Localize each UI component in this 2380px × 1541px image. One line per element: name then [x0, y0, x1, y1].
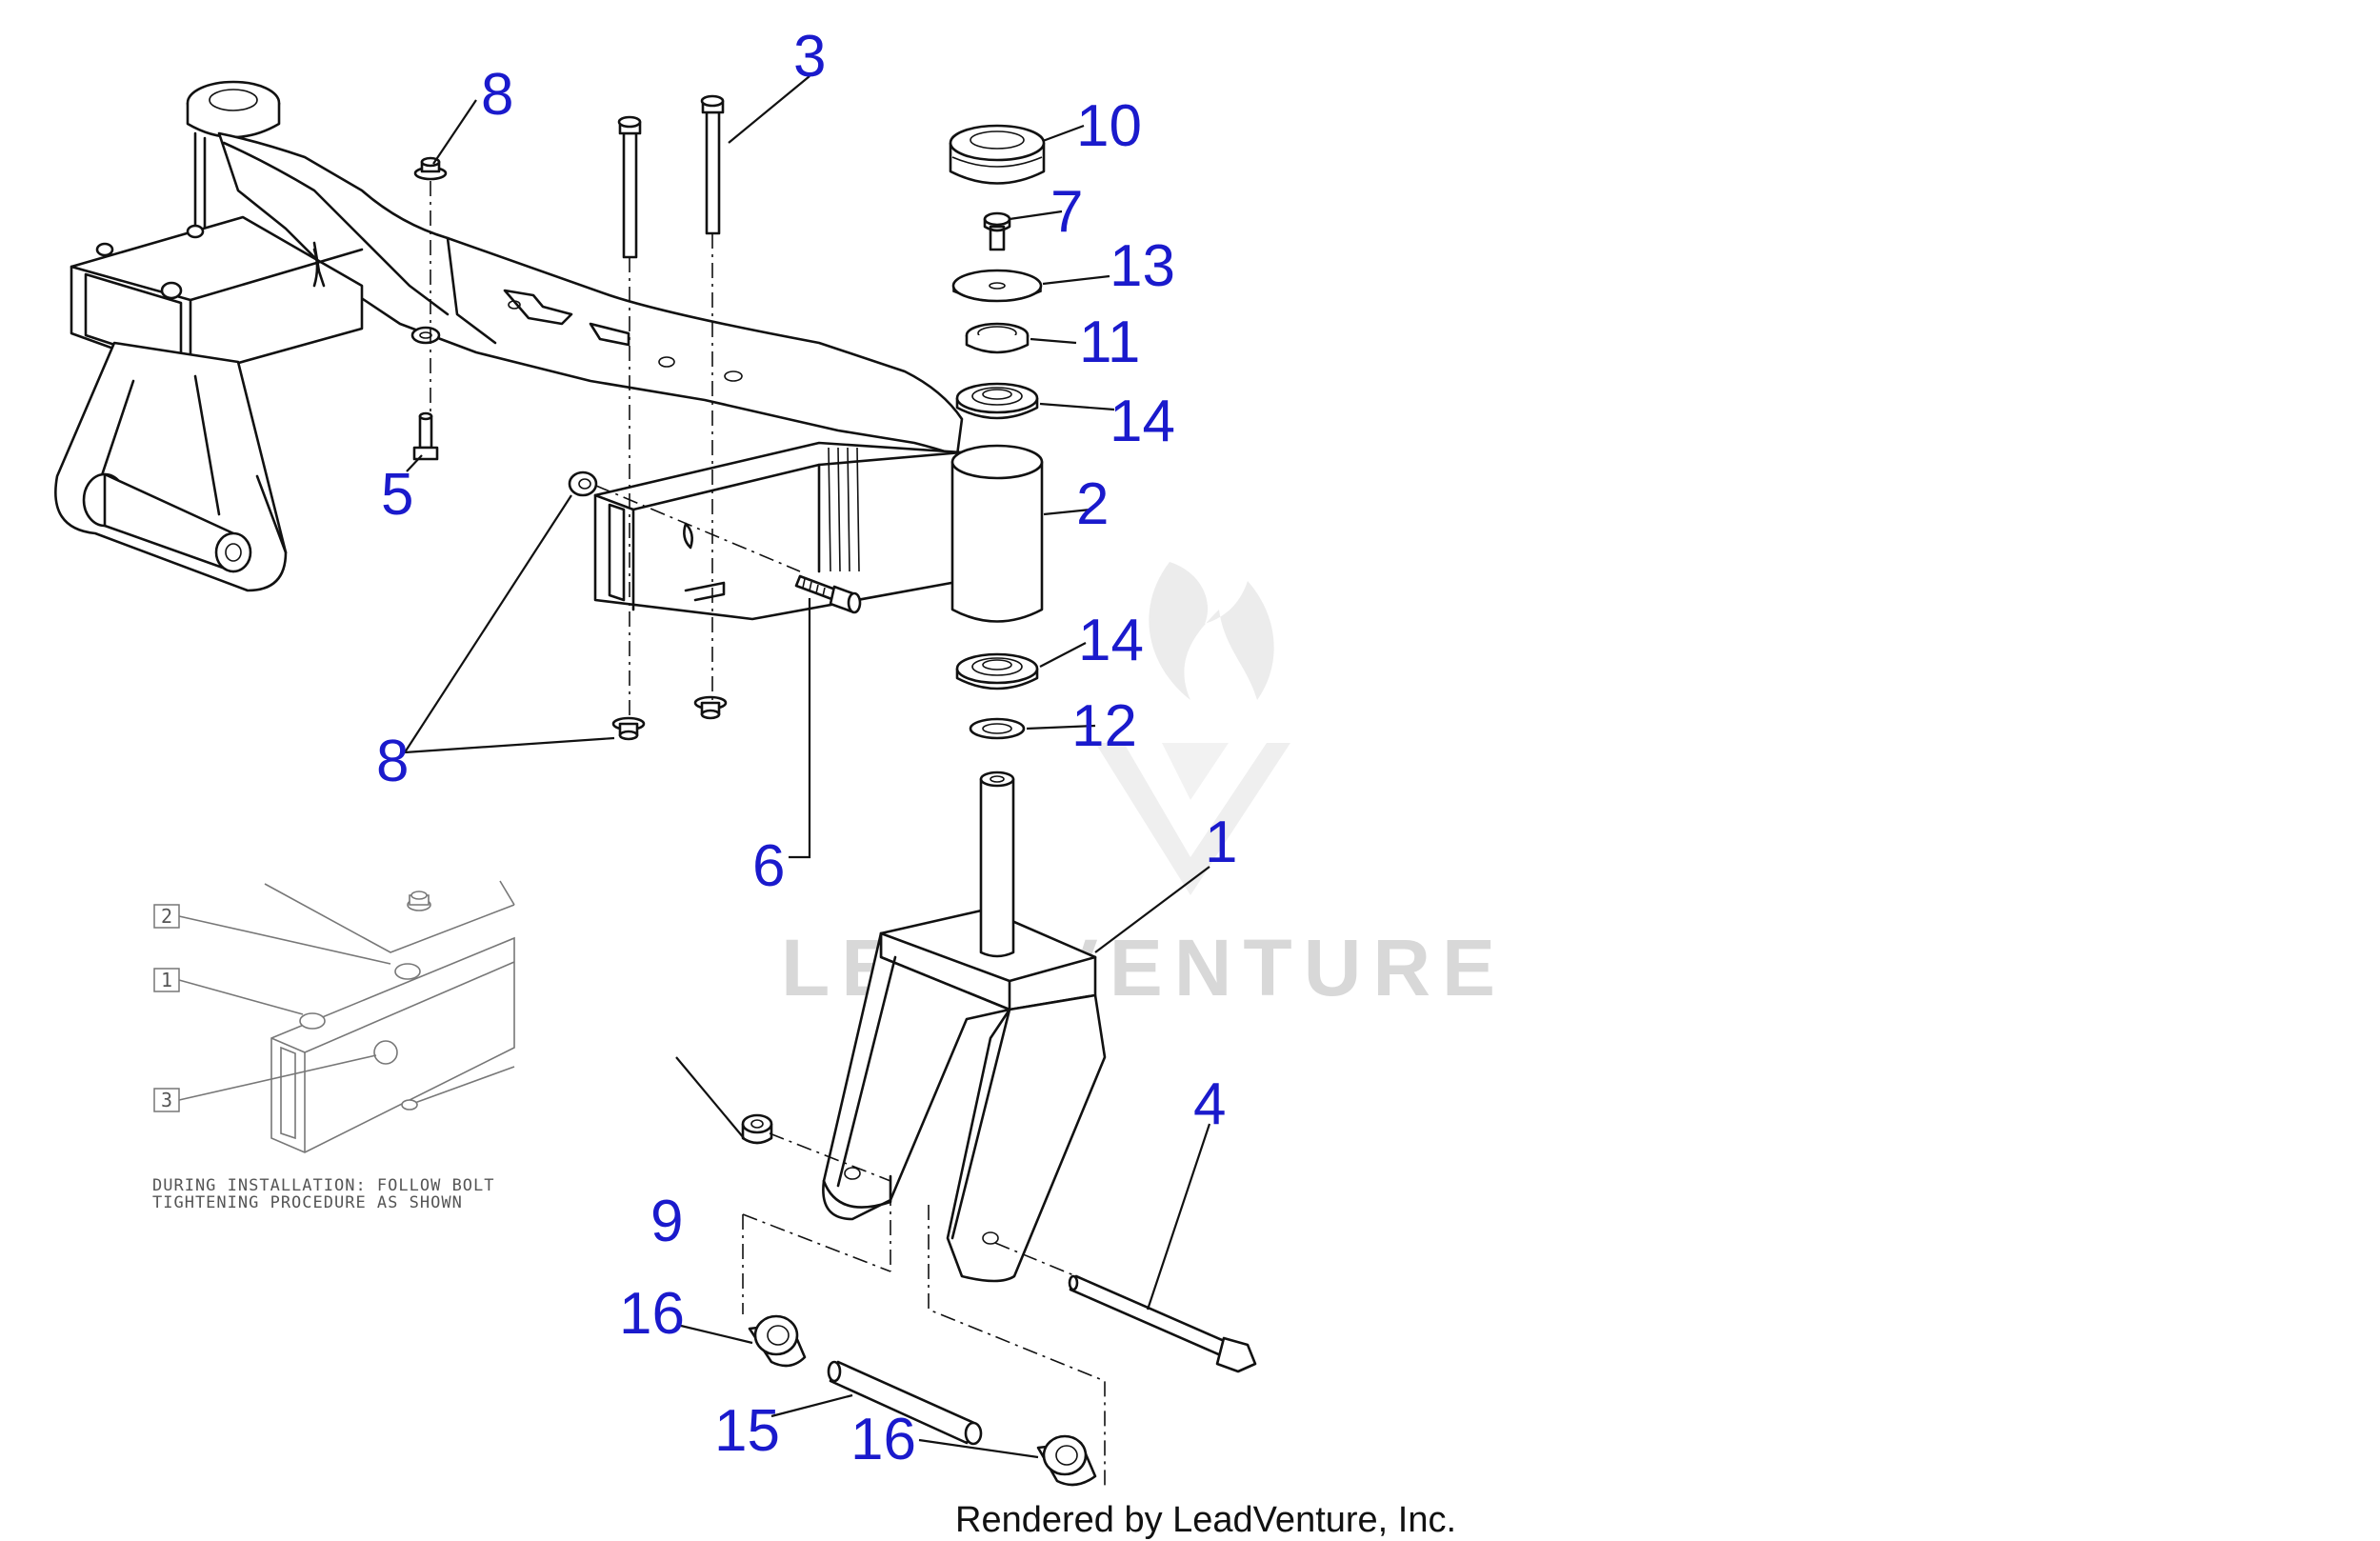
callout-8-bottom: 8: [376, 729, 409, 794]
leader-lines: [404, 75, 1211, 1459]
bolt-part-3-left: [617, 115, 642, 259]
caster-fork-part-1: [822, 770, 1107, 1283]
bolt-part-6: [794, 574, 862, 614]
washer-part-13: [951, 269, 1043, 303]
watermark-logo: [1095, 562, 1290, 895]
dust-cap-part-10: [949, 124, 1046, 185]
callout-10: 10: [1076, 93, 1142, 159]
callout-13: 13: [1110, 233, 1175, 299]
callout-labels: 1 2 3 4 5 6 7 8 8 9 10 11 12 13 14 14 15…: [376, 24, 1237, 1472]
callout-12: 12: [1071, 693, 1137, 759]
lock-nut-part-9: [741, 1113, 773, 1145]
inset-note-line-2: TIGHTENING PROCEDURE AS SHOWN: [152, 1193, 463, 1212]
callout-14-lower: 14: [1078, 608, 1144, 673]
spacer-part-16-left: [748, 1314, 807, 1368]
axle-bolt-part-4: [1068, 1274, 1257, 1373]
bolt-part-5: [412, 411, 439, 461]
tube-part-15: [827, 1360, 983, 1446]
flange-nut-part-8-bottom-left: [611, 716, 646, 741]
spacer-part-16-right: [1036, 1434, 1097, 1487]
spindle-tube-part-2: [950, 444, 1044, 623]
inset-note-line-1: DURING INSTALLATION: FOLLOW BOLT: [152, 1176, 495, 1195]
render-credit: Rendered by LeadVenture, Inc.: [955, 1500, 1456, 1540]
callout-16-right: 16: [850, 1407, 916, 1472]
callout-3: 3: [793, 24, 826, 90]
callout-4: 4: [1193, 1071, 1226, 1137]
assembly-centerlines: [430, 181, 1106, 1486]
flange-nut-part-8-top: [413, 156, 448, 181]
callout-7: 7: [1050, 179, 1083, 245]
callout-2: 2: [1076, 471, 1109, 537]
washer-part-12: [969, 717, 1026, 740]
flange-nut-part-8-side: [568, 470, 598, 497]
callout-1: 1: [1205, 810, 1237, 875]
bolt-part-3-right: [700, 94, 725, 235]
callout-16-left: 16: [619, 1281, 685, 1347]
seal-part-11: [965, 322, 1030, 354]
bolt-tightening-inset: 2 1 3 DURING INSTALLATION: FOLLOW BOLT T…: [152, 880, 515, 1212]
inset-step-box-2: 2: [161, 905, 172, 928]
axle-frame-assembly: [54, 80, 964, 621]
callout-6: 6: [752, 833, 785, 899]
inset-step-box-3: 3: [161, 1089, 172, 1111]
nut-on-rail: [410, 326, 441, 345]
callout-9: 9: [650, 1189, 683, 1254]
bearing-part-14-lower: [955, 652, 1039, 690]
flange-nut-part-8-bottom-right: [693, 695, 728, 720]
callout-5: 5: [381, 462, 413, 528]
bearing-part-14-upper: [955, 382, 1039, 420]
callout-15: 15: [714, 1398, 780, 1464]
callout-8-top: 8: [481, 62, 513, 128]
inset-step-box-1: 1: [161, 969, 172, 991]
callout-11: 11: [1079, 310, 1140, 375]
bolt-part-7: [983, 211, 1011, 251]
callout-14-upper: 14: [1110, 389, 1175, 454]
